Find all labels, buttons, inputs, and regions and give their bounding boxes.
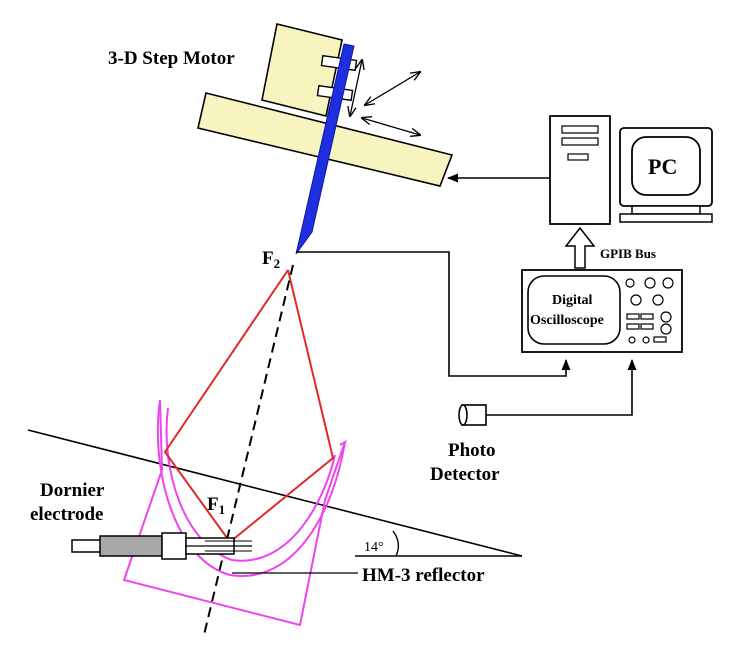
pc-label: PC xyxy=(648,154,677,179)
optical-probe xyxy=(295,43,355,255)
gpib-bus-arrow xyxy=(564,226,596,269)
dornier-electrode xyxy=(71,532,252,560)
dornier-label-line2: electrode xyxy=(30,504,104,525)
pc-monitor xyxy=(619,127,713,223)
photo-detector xyxy=(458,404,487,426)
reflector-label: HM-3 reflector xyxy=(362,565,485,586)
pc-tower xyxy=(549,115,611,225)
reflector-inner-curve xyxy=(156,399,346,578)
slanted-baseline xyxy=(27,429,523,557)
focal-axis xyxy=(203,264,294,636)
digital-oscilloscope xyxy=(521,269,683,353)
shock-ray-left xyxy=(163,269,289,543)
dornier-label-line1: Dornier xyxy=(40,480,105,501)
f2-label: F2 xyxy=(262,248,280,271)
gpib-bus-label: GPIB Bus xyxy=(600,246,656,261)
probe-signal-line xyxy=(296,251,571,377)
motion-arrow-vertical xyxy=(350,60,362,116)
motor-block xyxy=(261,23,343,117)
motion-arrow-horizontal xyxy=(362,118,420,135)
angle-label: 14° xyxy=(364,540,384,555)
step-motor-label: 3-D Step Motor xyxy=(108,48,235,69)
motion-arrow-diagonal xyxy=(365,72,420,105)
reflector-inner-curve-2 xyxy=(165,407,336,562)
photo-detector-label-line2: Detector xyxy=(430,464,500,485)
photo-detector-label-line1: Photo xyxy=(448,440,496,461)
f1-label: F1 xyxy=(207,494,225,517)
oscilloscope-label-line1: Digital xyxy=(552,293,593,308)
oscilloscope-label-line2: Oscilloscope xyxy=(530,313,604,328)
detector-signal-line xyxy=(486,358,637,416)
angle-arc xyxy=(392,530,400,557)
shock-ray-right xyxy=(229,269,335,543)
